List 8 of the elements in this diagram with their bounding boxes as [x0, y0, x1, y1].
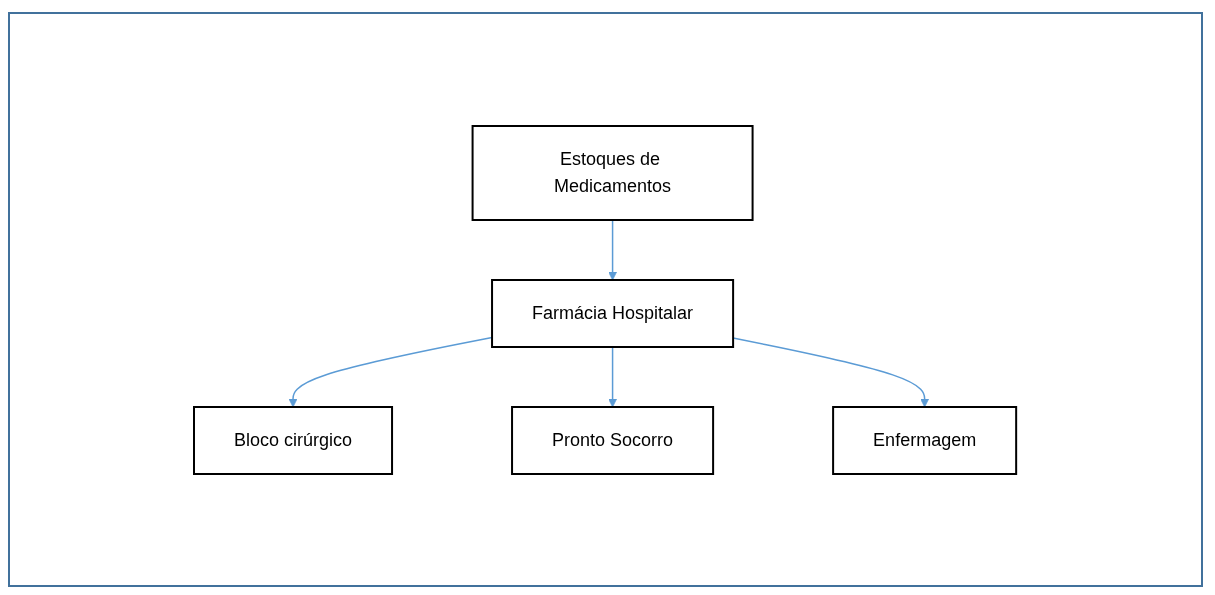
node-box: [511, 405, 715, 475]
node-box: [832, 405, 1018, 475]
node-box: [472, 124, 754, 221]
node-box: [491, 278, 735, 348]
node-box: [193, 405, 394, 475]
arrow: [608, 345, 618, 407]
diagram-frame: Estoques de Medicamentos Bloco cirúrgico Farmácia Hospitalar Pronto Socorro Enfermagem: [8, 12, 1203, 587]
arrow: [608, 218, 618, 280]
